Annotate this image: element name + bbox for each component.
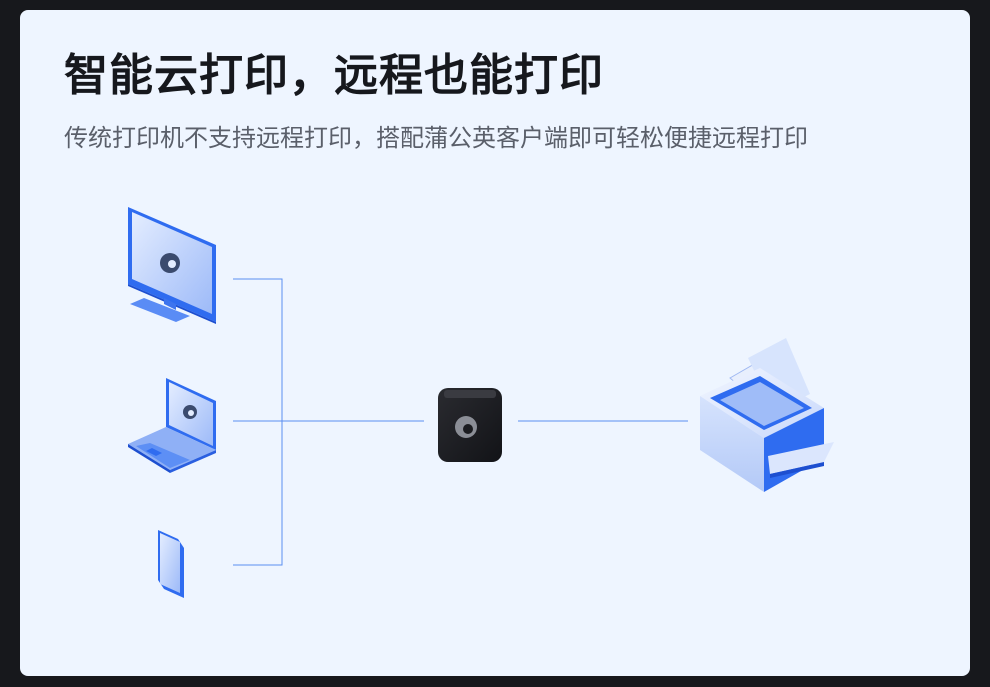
cloud-print-box-icon [438,388,502,462]
desktop-monitor-icon [128,207,216,324]
laptop-icon [128,378,216,473]
printer-icon [700,338,834,492]
remote-print-diagram [128,207,834,598]
page-title: 智能云打印，远程也能打印 [64,50,604,101]
smartphone-icon [158,530,184,598]
connector-desktop [233,278,283,566]
connector-lines [233,278,688,566]
feature-card: 智能云打印，远程也能打印 传统打印机不支持远程打印，搭配蒲公英客户端即可轻松便捷… [20,10,970,676]
page-subtitle: 传统打印机不支持远程打印，搭配蒲公英客户端即可轻松便捷远程打印 [64,124,808,152]
